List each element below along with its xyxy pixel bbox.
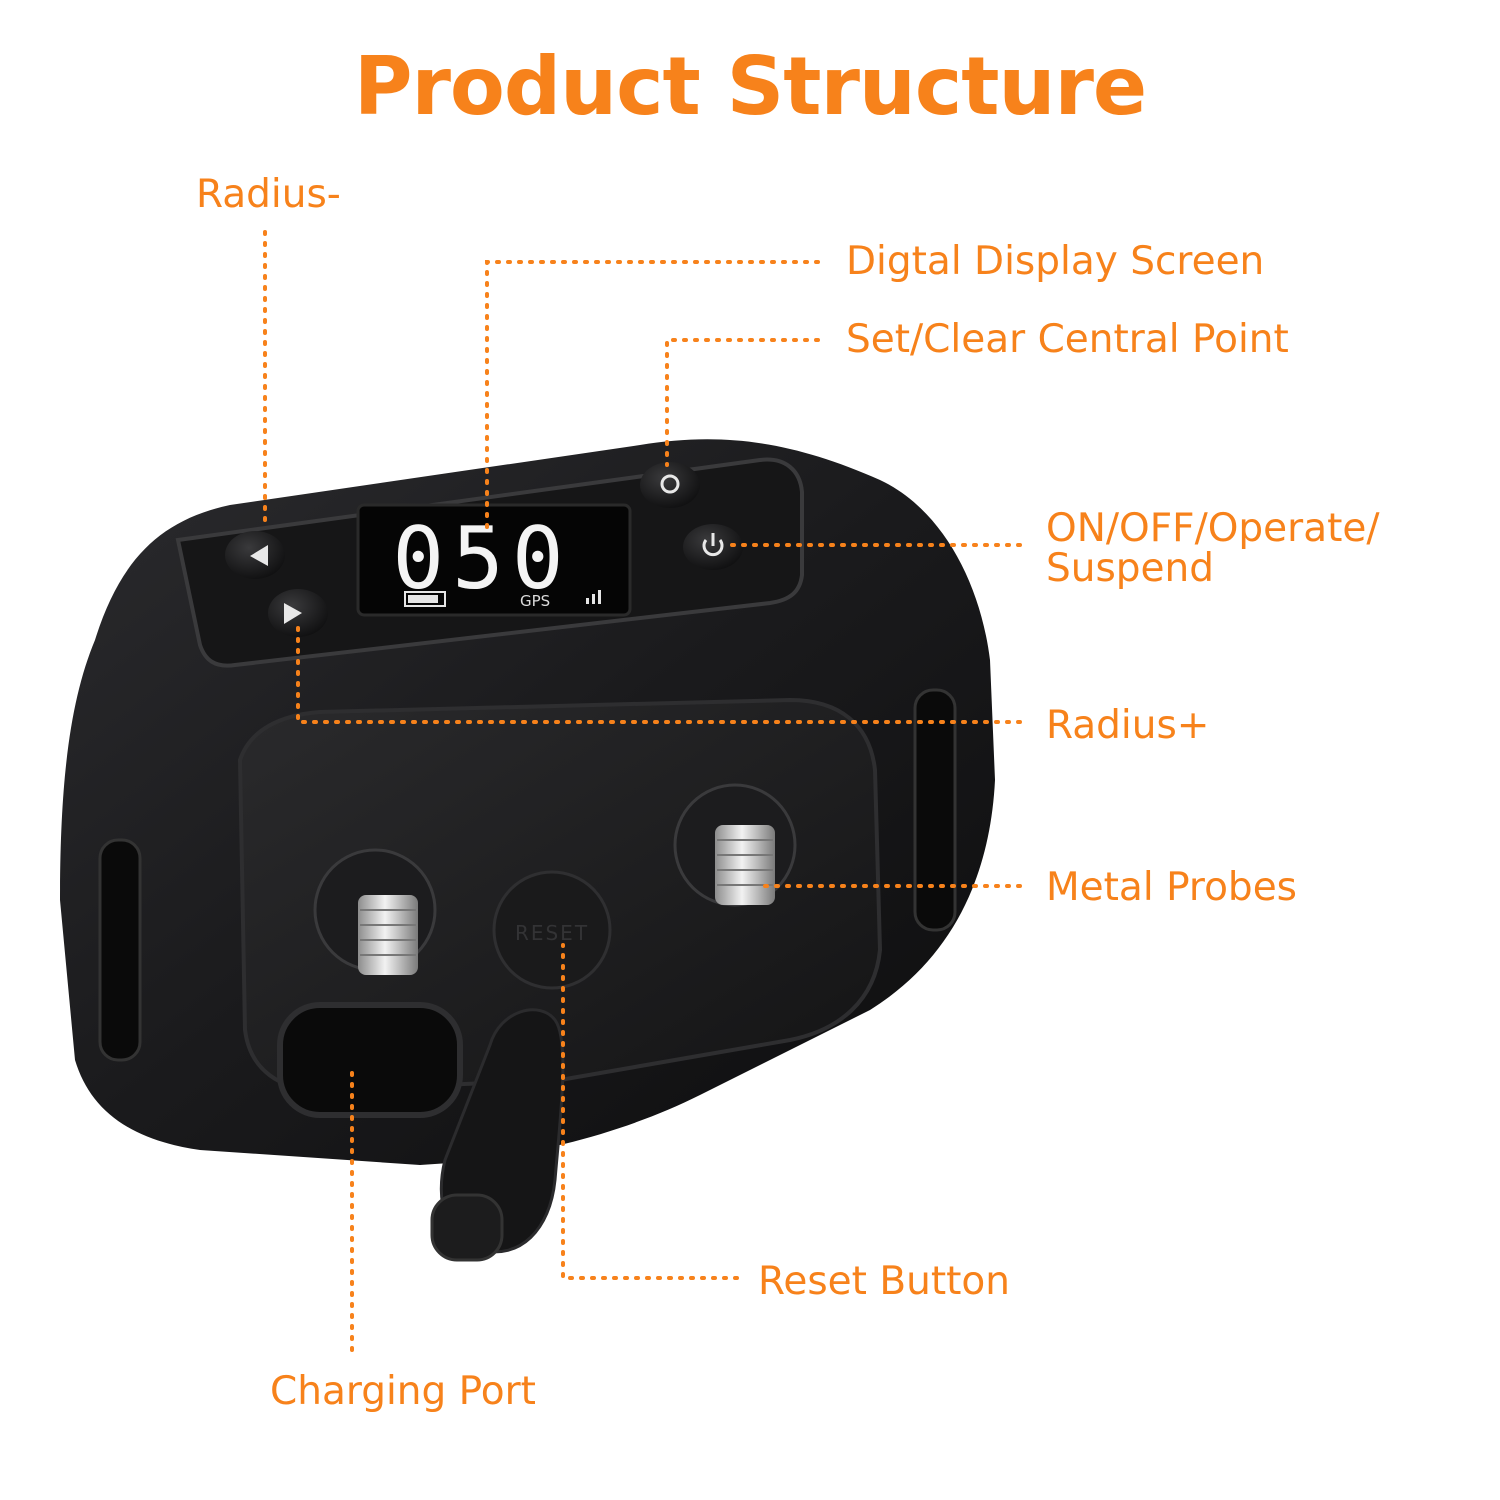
triangle-left-icon <box>250 545 268 566</box>
label-charging-port: Charging Port <box>270 1369 536 1414</box>
label-display-screen: Digtal Display Screen <box>846 239 1265 284</box>
label-set-clear-point: Set/Clear Central Point <box>846 317 1289 362</box>
label-radius-minus: Radius- <box>196 172 341 217</box>
charging-port <box>277 1002 463 1118</box>
power-button <box>683 524 743 570</box>
page-title: Product Structure <box>353 40 1147 133</box>
callout-set-clear <box>665 338 820 467</box>
metal-probe-right <box>715 825 775 905</box>
set-clear-point-button <box>640 462 700 508</box>
callout-display <box>485 260 820 537</box>
cover-hinge <box>430 1193 504 1262</box>
power-icon <box>702 539 724 557</box>
metal-probe-left <box>358 895 418 975</box>
label-metal-probes: Metal Probes <box>1046 865 1298 910</box>
strap-slot-right <box>913 688 957 932</box>
reset-engraving: RESET <box>515 921 589 945</box>
callout-reset <box>561 943 739 1280</box>
callout-radius-plus <box>296 626 1022 724</box>
digital-display <box>356 503 632 617</box>
label-power-line1: ON/OFF/Operate/ <box>1046 506 1380 551</box>
strap-slot-left <box>98 838 142 1062</box>
display-gps: GPS <box>520 592 550 610</box>
label-reset-button: Reset Button <box>758 1259 1010 1304</box>
label-power-line2: Suspend <box>1046 546 1215 591</box>
reset-button-cap <box>492 870 612 990</box>
triangle-right-icon <box>284 603 302 624</box>
signal-icon <box>586 590 601 604</box>
label-radius-plus: Radius+ <box>1046 703 1210 748</box>
battery-icon <box>404 591 446 607</box>
pin-icon <box>660 474 680 494</box>
